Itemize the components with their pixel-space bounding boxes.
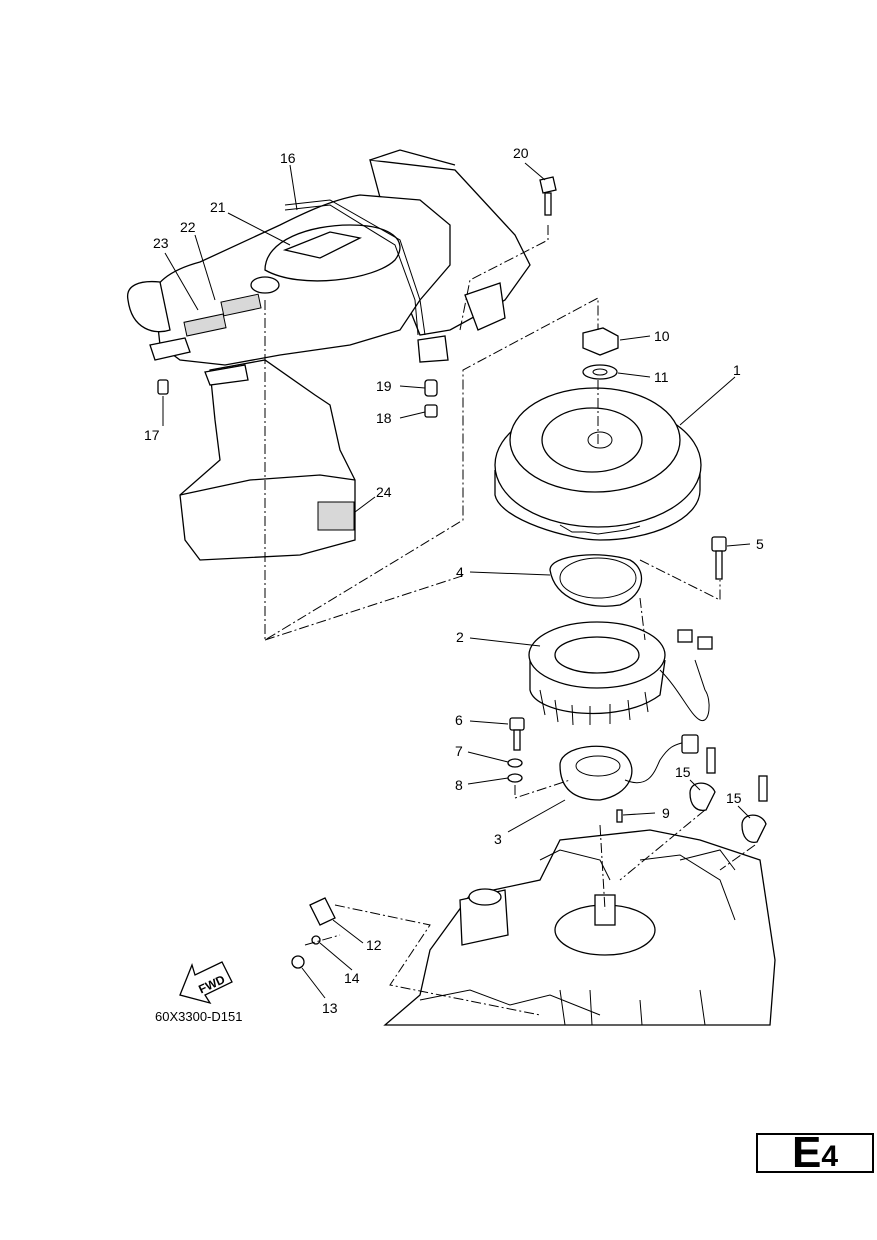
callout-20: 20 [513, 145, 529, 161]
callout-12: 12 [366, 937, 382, 953]
callout-5: 5 [756, 536, 764, 552]
stator-coil [528, 621, 713, 726]
pulser-coil [559, 734, 699, 801]
callout-3: 3 [494, 831, 502, 847]
callout-numbers: 1 2 3 4 5 6 7 8 9 10 11 12 13 14 15 15 1… [144, 145, 764, 1016]
page-tag-box: E 4 [756, 1128, 874, 1177]
callout-23: 23 [153, 235, 169, 251]
callout-6: 6 [455, 712, 463, 728]
callout-17: 17 [144, 427, 160, 443]
callout-16: 16 [280, 150, 296, 166]
callout-1: 1 [733, 362, 741, 378]
callout-11: 11 [654, 369, 669, 385]
callout-14: 14 [344, 970, 360, 986]
figure-code: 60X3300-D151 [155, 1009, 242, 1024]
page-tag-number: 4 [821, 1140, 839, 1173]
callout-13: 13 [322, 1000, 338, 1016]
callout-22: 22 [180, 219, 196, 235]
callout-4: 4 [456, 564, 464, 580]
callout-18: 18 [376, 410, 392, 426]
fwd-direction-arrow: FWD [179, 961, 233, 1005]
page-tag-letter: E [791, 1128, 822, 1177]
callout-15b: 15 [726, 790, 742, 806]
callout-21: 21 [210, 199, 226, 215]
callout-8: 8 [455, 777, 463, 793]
callout-9: 9 [662, 805, 670, 821]
power-head-block [383, 829, 776, 1026]
stator-plate [549, 554, 643, 607]
callout-15a: 15 [675, 764, 691, 780]
callout-7: 7 [455, 743, 463, 759]
callout-10: 10 [654, 328, 670, 344]
hardware-parts [157, 176, 768, 969]
callout-19: 19 [376, 378, 392, 394]
flywheel [494, 387, 702, 541]
callout-2: 2 [456, 629, 464, 645]
leader-lines [162, 162, 751, 999]
callout-24: 24 [376, 484, 392, 500]
assembly-lines [264, 225, 756, 1016]
flywheel-cover-assembly [127, 149, 531, 561]
